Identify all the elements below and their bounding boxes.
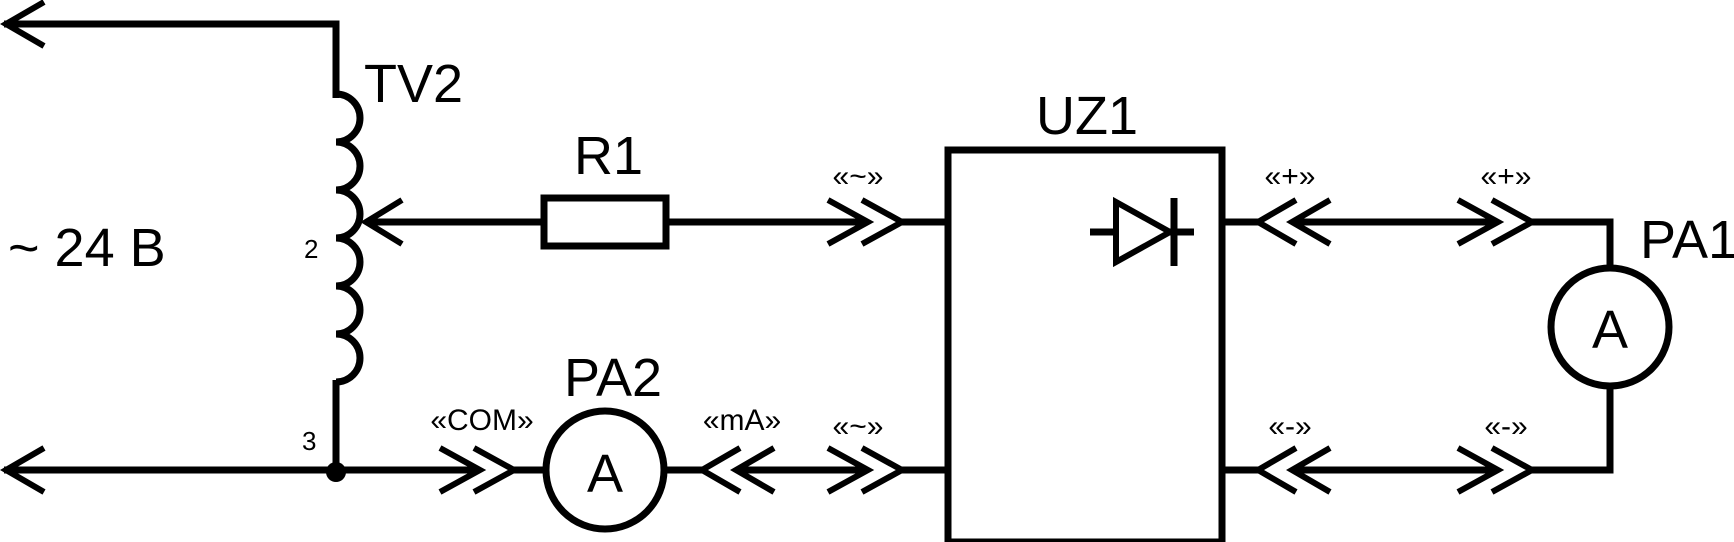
connector-ma-label: «mA» xyxy=(703,404,781,437)
ammeter-pa2-symbol: A xyxy=(587,444,623,504)
label-tv2: TV2 xyxy=(364,54,463,114)
diode-icon xyxy=(1090,196,1194,268)
plus-connector-line xyxy=(1222,197,1614,268)
ma-ac-bottom-wire xyxy=(664,445,946,495)
label-voltage: ~ 24 В xyxy=(8,218,166,278)
connector-com-label: «COM» xyxy=(430,404,533,437)
resistor-r1 xyxy=(540,194,670,250)
bottom-input-wire xyxy=(0,445,480,495)
com-connector xyxy=(438,445,546,495)
connector-plus-left-label: «+» xyxy=(1265,160,1316,193)
label-uz1: UZ1 xyxy=(1036,86,1138,146)
top-input-wire xyxy=(0,0,340,98)
label-tap-3: 3 xyxy=(302,426,316,456)
minus-connector-line xyxy=(1222,386,1614,495)
label-tap-2: 2 xyxy=(304,234,318,264)
label-pa2: PA2 xyxy=(564,348,662,408)
transformer-winding xyxy=(332,90,364,470)
connector-minus-left-label: «-» xyxy=(1268,410,1311,443)
connector-minus-right-label: «-» xyxy=(1484,410,1527,443)
tap-wire-r1 xyxy=(360,197,544,247)
ac-top-connector xyxy=(666,197,946,247)
label-pa1: PA1 xyxy=(1640,210,1734,270)
ammeter-pa1 xyxy=(1547,264,1673,390)
connector-ac-bottom-label: «~» xyxy=(833,410,884,443)
rectifier-uz1 xyxy=(944,146,1226,542)
ammeter-pa1-symbol: A xyxy=(1592,300,1628,360)
connector-ac-top-label: «~» xyxy=(833,160,884,193)
label-r1: R1 xyxy=(574,126,643,186)
junction-dot xyxy=(326,462,346,482)
connector-plus-right-label: «+» xyxy=(1481,160,1532,193)
